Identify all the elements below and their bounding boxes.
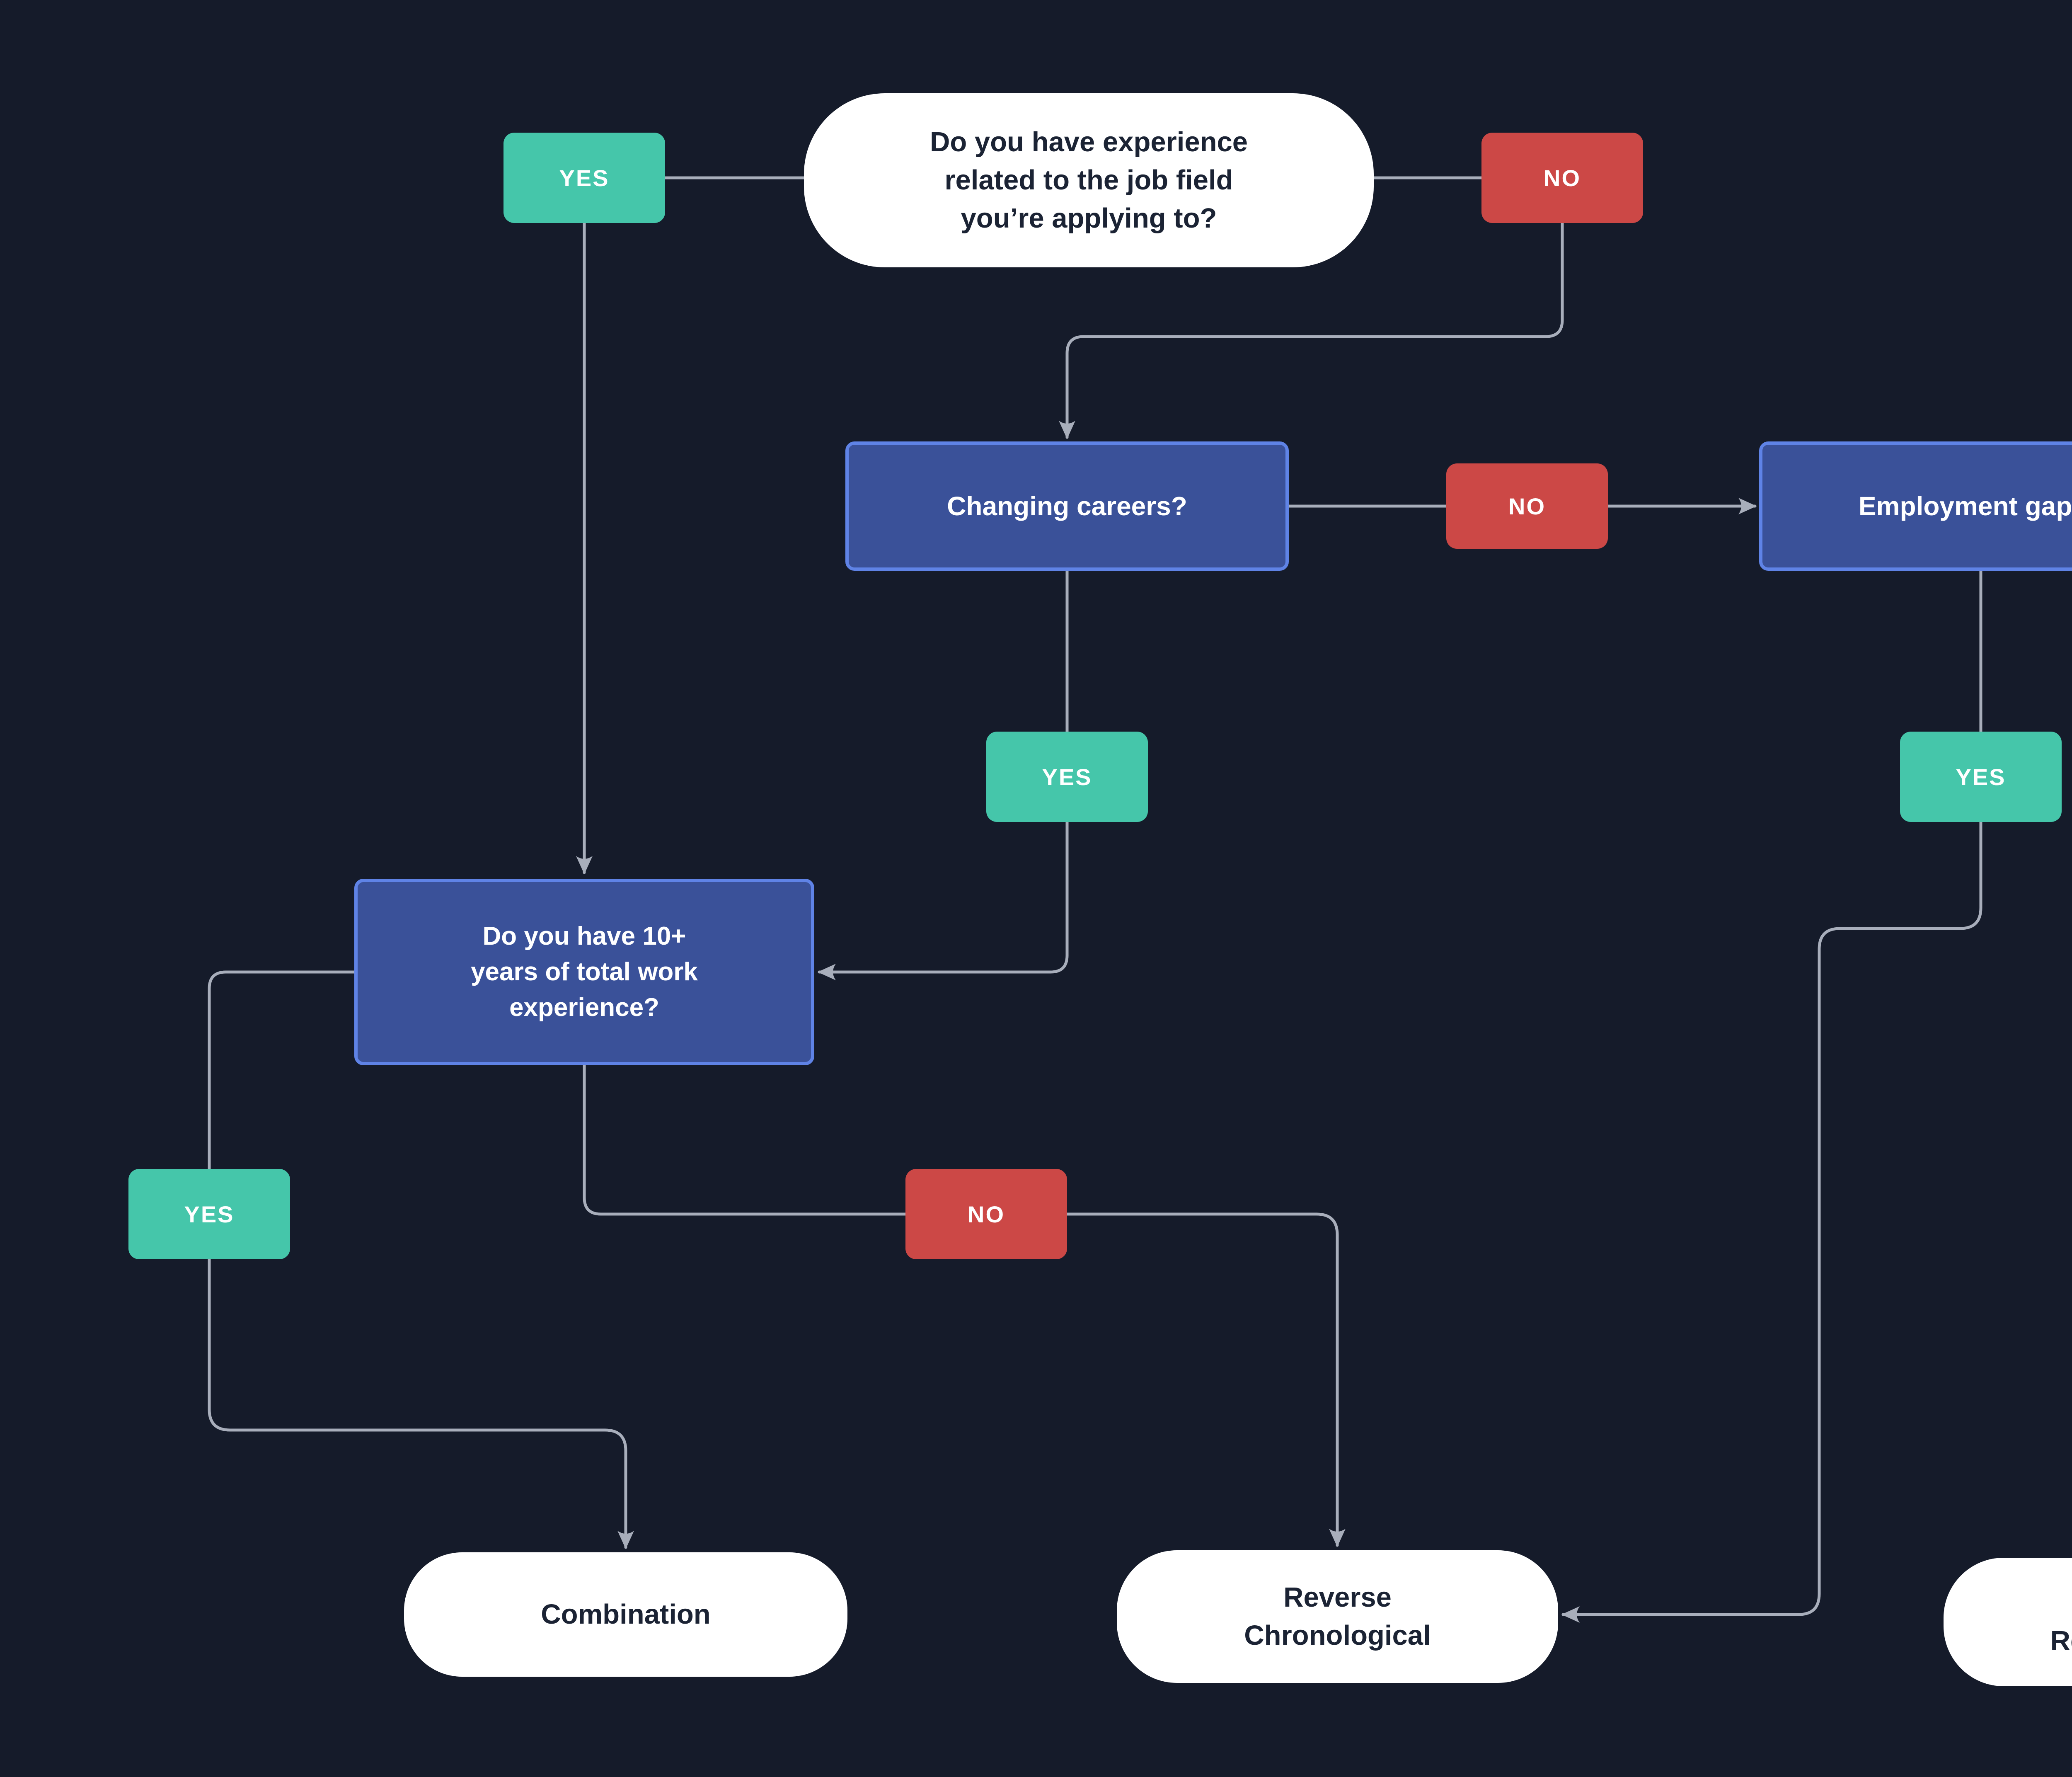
edge-no1-to-q2	[1059, 221, 1564, 439]
edge-q4-to-yes4	[208, 970, 356, 1171]
no-badge-experience: NO	[1481, 133, 1643, 223]
edge-q2-yes2-to-q4	[818, 569, 1069, 980]
yes-badge-experience: YES	[503, 133, 665, 223]
edge-no4-to-reverse	[1065, 1212, 1346, 1547]
terminal-combination: Combination	[404, 1552, 847, 1677]
question-employment-gaps-node: Employment gaps?	[1759, 441, 2072, 571]
edge-q3-yes3-to-reverse	[1561, 569, 1982, 1623]
question-experience-node: Do you have experience related to the jo…	[804, 93, 1374, 267]
no-badge-ten-years: NO	[905, 1169, 1067, 1259]
question-changing-careers-node: Changing careers?	[845, 441, 1289, 571]
question-ten-years-node: Do you have 10+ years of total work expe…	[354, 879, 814, 1065]
edge-yes4-to-combination	[208, 1258, 634, 1549]
edge-q4-to-no4	[583, 1064, 907, 1216]
terminal-reverse-chronological: Reverse Chronological	[1117, 1550, 1558, 1683]
yes-badge-changing-careers: YES	[986, 732, 1148, 822]
no-badge-changing-careers: NO	[1446, 463, 1608, 549]
yes-badge-ten-years: YES	[128, 1169, 290, 1259]
terminal-education-focused: Education-Focused Reverse Chronological	[1944, 1558, 2072, 1686]
yes-badge-employment-gaps: YES	[1900, 732, 2062, 822]
